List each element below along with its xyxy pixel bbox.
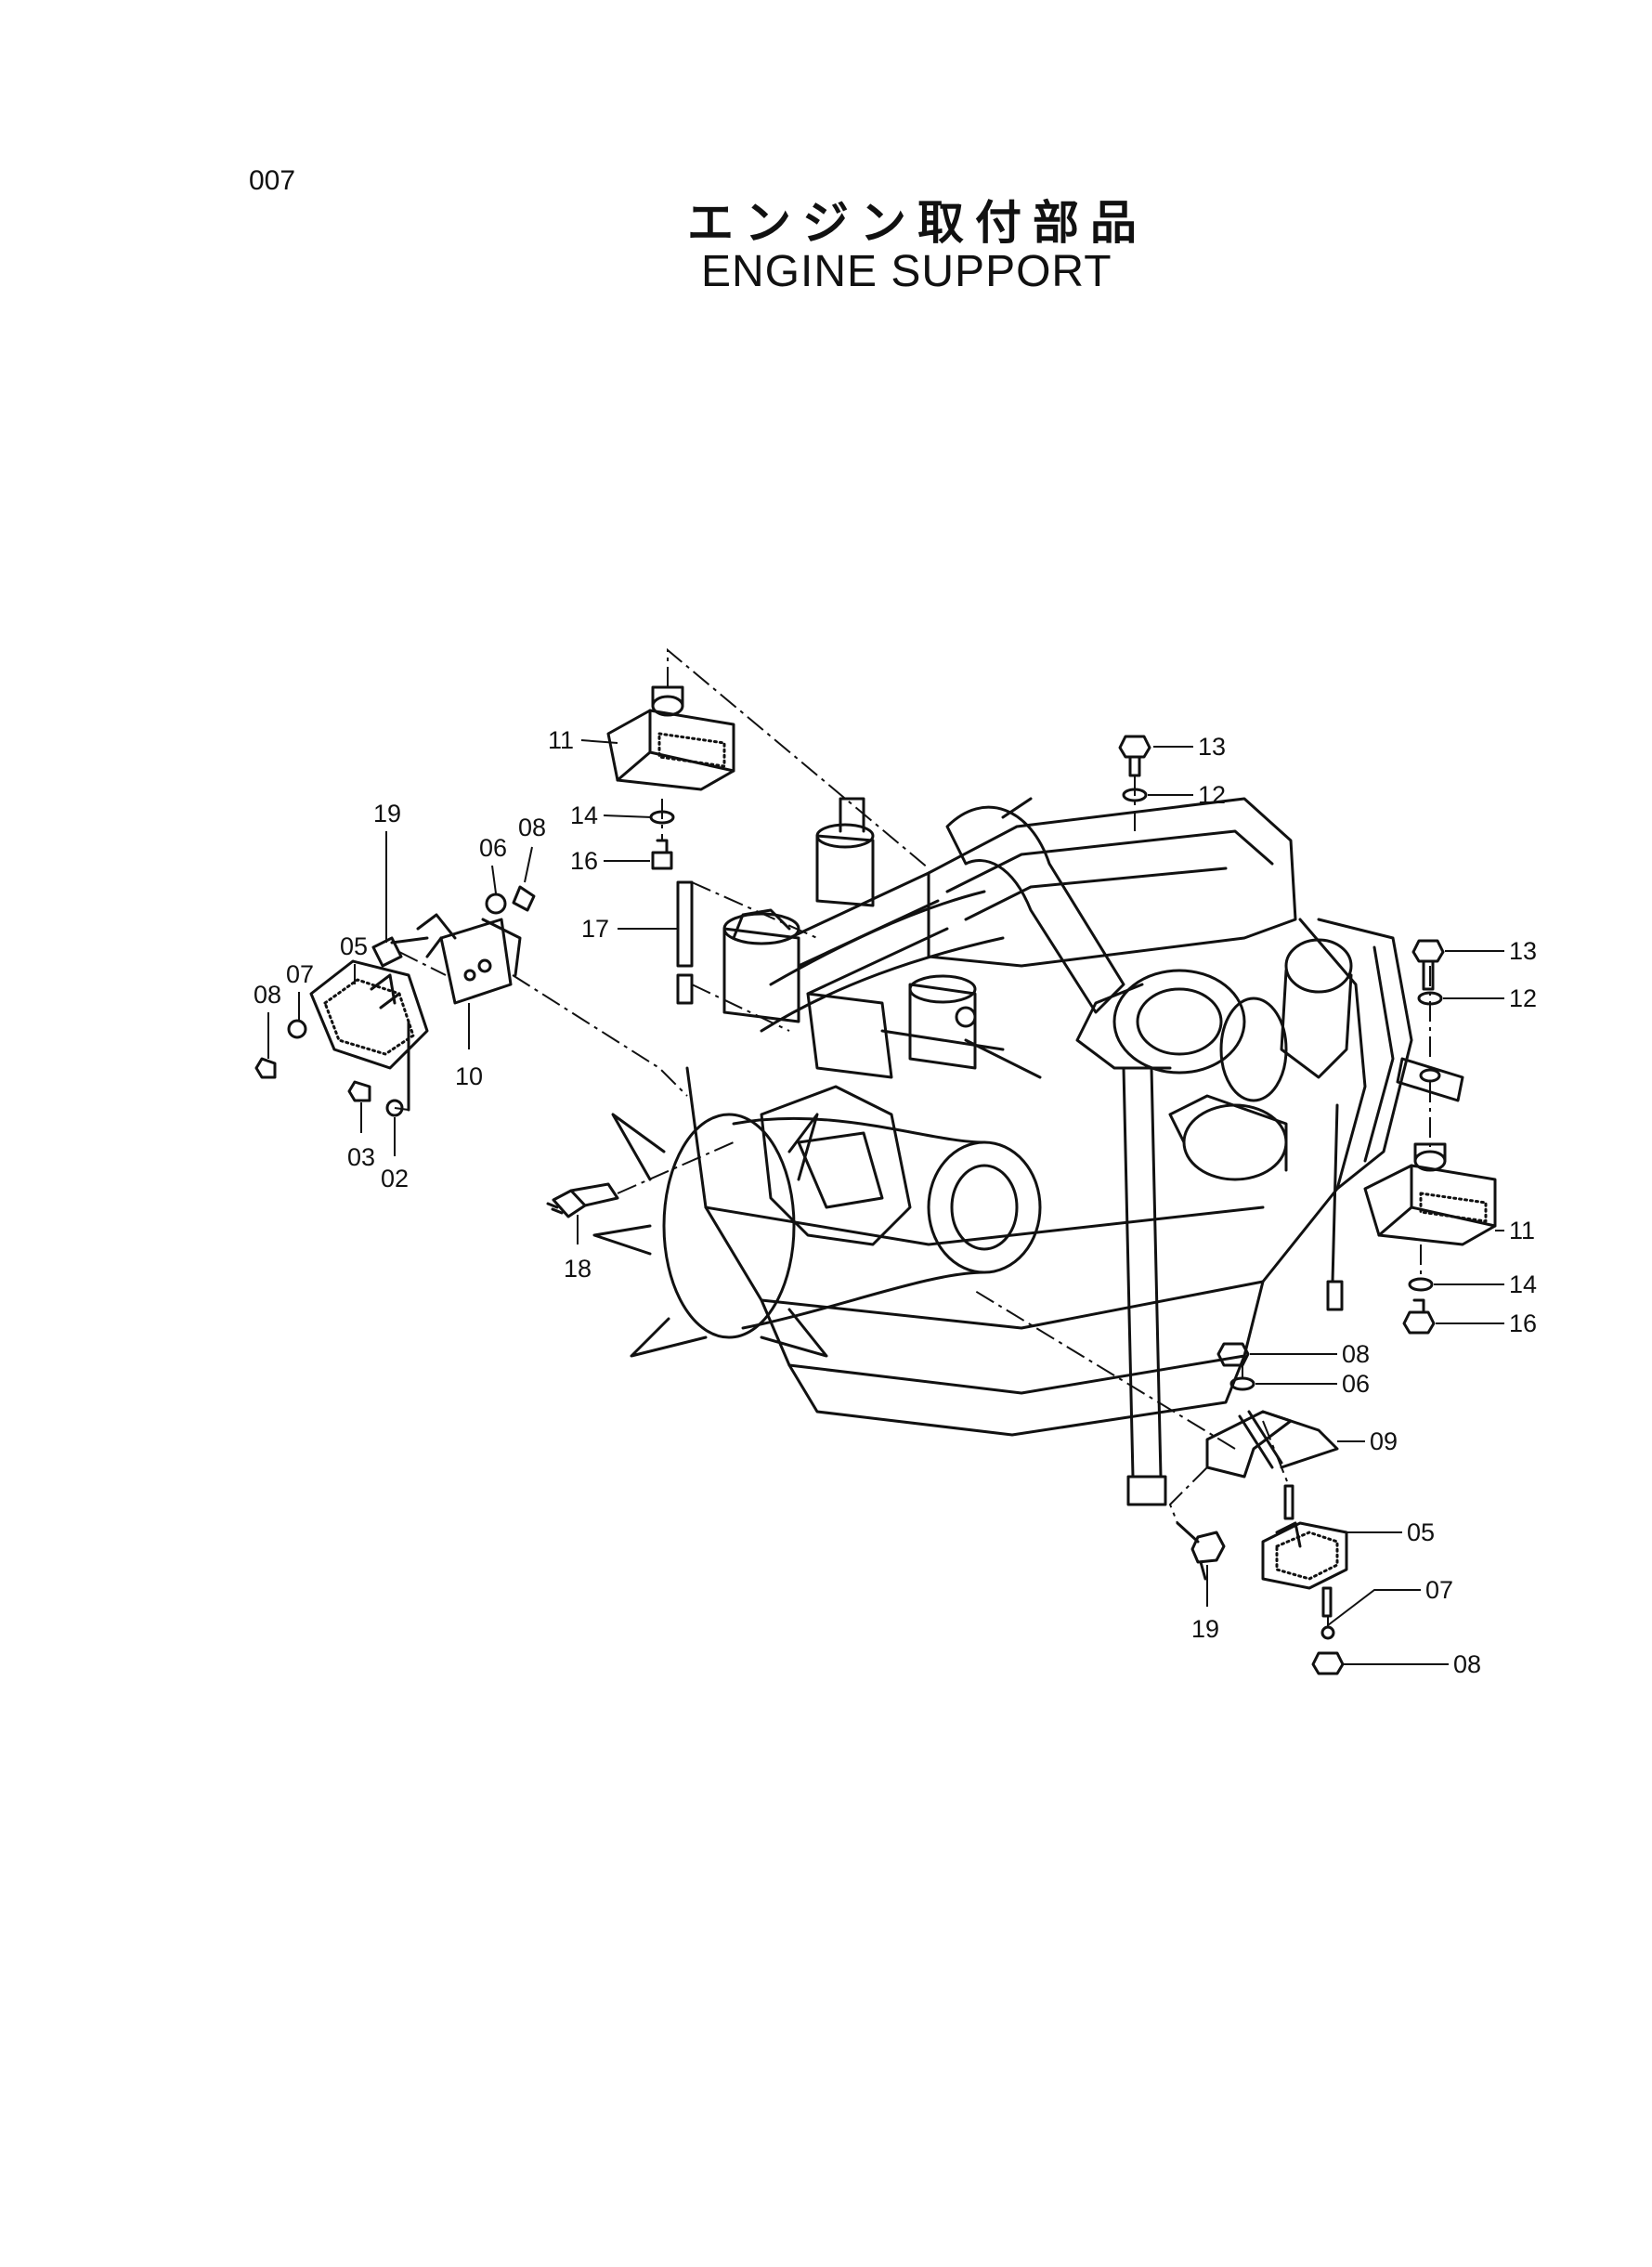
callout-05-rear: 05 (1407, 1518, 1435, 1546)
callout-03: 03 (347, 1143, 375, 1171)
left-mount-assembly (254, 885, 536, 1117)
callout-08-rear-lower: 08 (1453, 1650, 1481, 1678)
assembly-lines (394, 647, 1431, 1627)
leader-lines (267, 739, 1504, 1665)
callout-11-right: 11 (1509, 1217, 1535, 1244)
callout-11-top: 11 (548, 726, 574, 754)
callout-19-left: 19 (373, 800, 401, 827)
callout-18: 18 (564, 1255, 592, 1283)
callout-10: 10 (455, 1062, 483, 1090)
callout-08-left-lower: 08 (254, 981, 281, 1009)
callout-06-rear: 06 (1342, 1370, 1370, 1398)
right-mount-assembly (1363, 1142, 1497, 1335)
callout-14-top: 14 (570, 801, 598, 829)
callout-07-rear: 07 (1425, 1576, 1453, 1604)
title-english: ENGINE SUPPORT (701, 247, 1112, 296)
callout-06-left: 06 (479, 834, 507, 862)
callout-16-right: 16 (1509, 1309, 1537, 1337)
page-code: 007 (249, 165, 296, 196)
temperature-sensor-part (546, 1182, 619, 1218)
callout-13-top: 13 (1198, 733, 1226, 761)
callout-08-left-upper: 08 (518, 814, 546, 841)
callout-05-left: 05 (340, 932, 368, 960)
engine-block (592, 797, 1413, 1506)
callout-14-right: 14 (1509, 1270, 1537, 1298)
callout-17: 17 (581, 915, 609, 943)
callout-19-rear: 19 (1191, 1615, 1219, 1643)
title-japanese: エンジン取付部品 (687, 196, 1148, 250)
callout-16-top: 16 (570, 847, 598, 875)
callout-09: 09 (1370, 1427, 1398, 1455)
front-mount-assembly (606, 685, 735, 1005)
callout-13-right: 13 (1509, 937, 1537, 965)
callout-08-rear-upper: 08 (1342, 1340, 1370, 1368)
callout-02: 02 (381, 1165, 409, 1192)
callout-12-top: 12 (1198, 781, 1226, 809)
callout-labels: 11 14 16 17 19 06 08 05 07 08 10 03 02 1… (254, 726, 1537, 1678)
callout-07-left: 07 (286, 960, 314, 988)
callout-12-right: 12 (1509, 984, 1537, 1012)
